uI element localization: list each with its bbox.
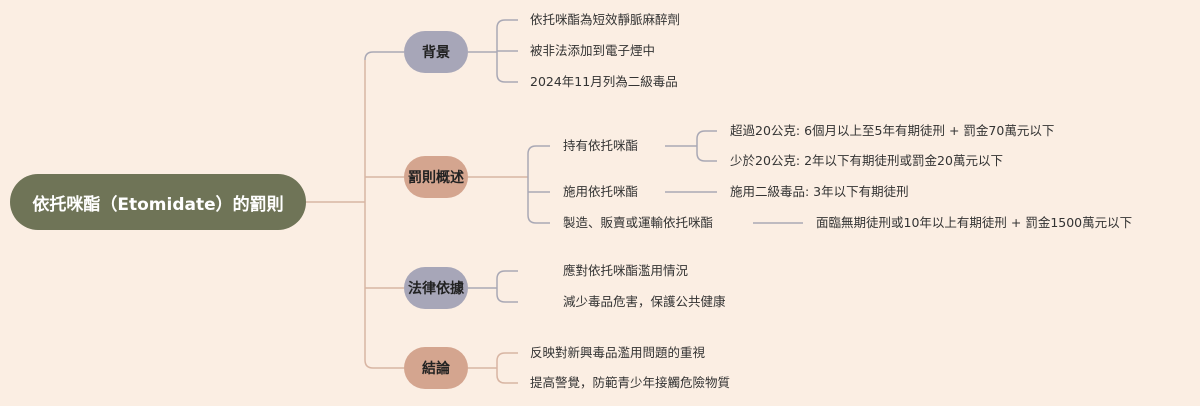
penalty-sub-use: 施用依托咪酯 (563, 184, 639, 199)
penalty-sub-manufacture: 製造、販賣或運輸依托咪酯 (563, 215, 714, 230)
background-item: 2024年11月列為二級毒品 (530, 74, 678, 89)
legal-basis-item: 減少毒品危害，保護公共健康 (563, 294, 726, 309)
category-label: 法律依據 (408, 281, 464, 297)
category-conclusion: 結論 (404, 347, 468, 389)
legal-basis-item: 應對依托咪酯濫用情況 (563, 263, 689, 278)
penalty-sub-possession: 持有依托咪酯 (563, 138, 639, 153)
category-label: 背景 (422, 45, 450, 61)
penalty-detail: 面臨無期徒刑或10年以上有期徒刑 + 罰金1500萬元以下 (816, 215, 1133, 230)
penalty-detail: 少於20公克: 2年以下有期徒刑或罰金20萬元以下 (730, 153, 1003, 168)
category-penalty-overview: 罰則概述 (404, 156, 468, 198)
category-label: 罰則概述 (408, 170, 464, 186)
root-label: 依托咪酯（Etomidate）的罰則 (32, 194, 284, 215)
background-item: 依托咪酯為短效靜脈麻醉劑 (530, 12, 681, 27)
category-background: 背景 (404, 31, 468, 73)
category-label: 結論 (422, 361, 450, 377)
penalty-detail: 施用二級毒品: 3年以下有期徒刑 (730, 184, 909, 199)
conclusion-item: 反映對新興毒品濫用問題的重視 (530, 345, 706, 360)
category-legal-basis: 法律依據 (404, 267, 468, 309)
conclusion-item: 提高警覺，防範青少年接觸危險物質 (530, 375, 731, 390)
penalty-detail: 超過20公克: 6個月以上至5年有期徒刑 + 罰金70萬元以下 (730, 123, 1055, 138)
background-item: 被非法添加到電子煙中 (530, 43, 656, 58)
root-node: 依托咪酯（Etomidate）的罰則 (10, 174, 306, 230)
